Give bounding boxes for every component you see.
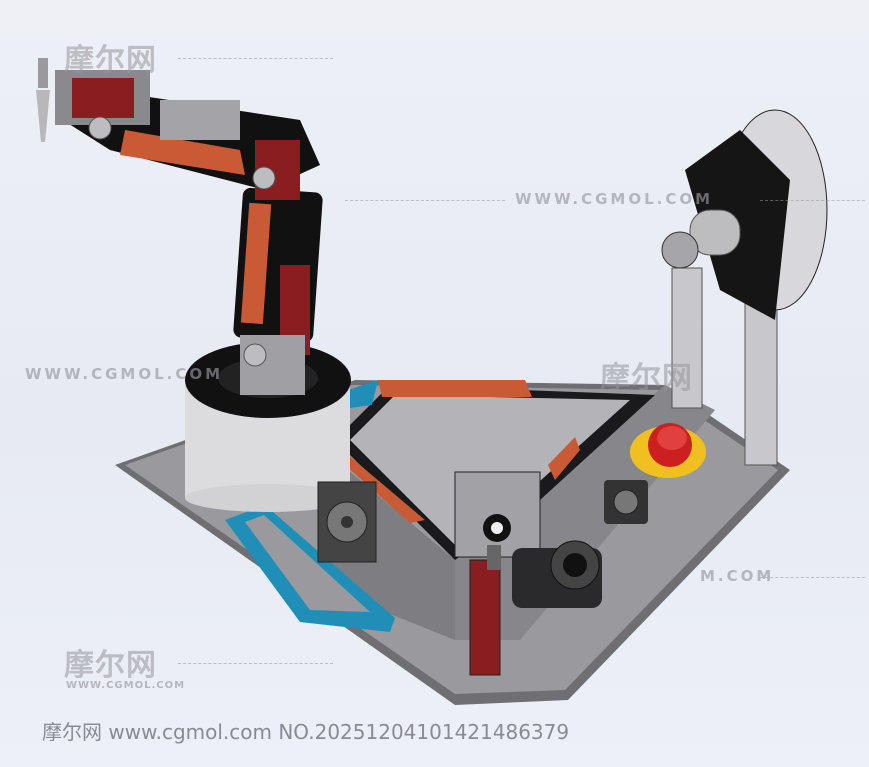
watermark-url: WWW.CGMOL.COM: [515, 190, 714, 208]
guide-line: [760, 200, 865, 201]
guide-line: [345, 200, 505, 201]
right-tower: [661, 109, 828, 466]
watermark-url: WWW.CGMOL.COM: [25, 365, 224, 383]
watermark-brand: 摩尔网: [600, 361, 693, 396]
e-stop-button[interactable]: [630, 423, 706, 478]
right-camera-lens: [512, 540, 602, 608]
camera-icon: [454, 471, 541, 676]
guide-line: [178, 663, 333, 664]
arm-wrist: [36, 58, 150, 142]
cooling-fan-icon: [317, 481, 377, 563]
watermark-url-small: WWW.CGMOL.COM: [66, 680, 186, 691]
blue-logo-shape: [225, 505, 395, 632]
footer-caption: 摩尔网 www.cgmol.com NO.2025120410142148637…: [42, 720, 570, 744]
watermark-brand: 摩尔网: [64, 648, 157, 683]
arm-lower-link: [233, 187, 323, 395]
guide-line: [760, 577, 865, 578]
control-knob[interactable]: [604, 480, 648, 524]
watermark-brand: 摩尔网: [64, 43, 157, 78]
watermark-url-partial: M.COM: [700, 567, 775, 585]
guide-line: [178, 58, 333, 59]
